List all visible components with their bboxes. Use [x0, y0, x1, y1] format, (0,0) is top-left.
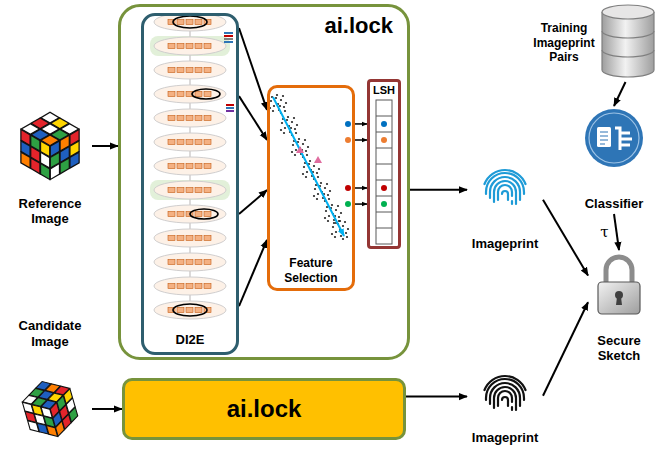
feature-box: Feature Selection — [267, 85, 355, 291]
network-layer — [154, 85, 226, 103]
network-layer — [154, 37, 226, 55]
highlight-band — [150, 180, 230, 200]
encoder-box: DI2E — [141, 13, 239, 355]
scatter-cluster — [291, 138, 309, 158]
marker-triangle — [314, 156, 322, 163]
connector-arrow — [355, 123, 367, 125]
node-label: ai.lock — [164, 395, 364, 424]
hash-dot — [381, 201, 387, 207]
reference-cube — [20, 111, 80, 181]
connector-arrow — [92, 408, 122, 410]
network-illustration — [150, 13, 234, 319]
connector-arrow — [239, 28, 267, 110]
node-label: Classifier — [572, 196, 656, 212]
network-layer — [154, 277, 226, 295]
hash-table — [376, 100, 392, 244]
system-box: ai.lock — [122, 378, 406, 440]
input-image: Candidate Image — [8, 318, 92, 444]
edge-label: τ — [598, 224, 610, 241]
hash-cells — [376, 116, 392, 228]
database-icon — [602, 5, 654, 77]
scatter-cluster — [280, 116, 298, 136]
feature-dot — [345, 121, 351, 127]
principal-axis — [273, 97, 344, 236]
classifier-icon: Classifier — [572, 106, 656, 214]
node-label: Candidate Image — [8, 318, 92, 349]
network-layer — [154, 109, 226, 127]
node-label: DI2E — [147, 332, 233, 348]
feature-dot — [345, 185, 351, 191]
system-box: ai.lockDI2E Feature Selection LSH — [118, 4, 410, 360]
connector-arrow — [92, 145, 118, 147]
connector-arrow — [355, 139, 367, 141]
connector-arrow — [614, 214, 619, 250]
network-layer — [154, 157, 226, 175]
imageprint: Imageprint — [467, 162, 543, 254]
node-label: LSH — [371, 84, 397, 97]
feature-bars — [224, 32, 234, 112]
node-label: Training Imageprint Pairs — [528, 21, 600, 64]
selected-layer — [173, 16, 207, 28]
hash-dot — [381, 137, 387, 143]
database: Training Imageprint Pairs — [528, 4, 658, 82]
hash-box: LSH — [367, 79, 401, 249]
fingerprint-icon — [485, 376, 526, 410]
node-label: Imageprint — [467, 430, 543, 446]
classifier-icon — [585, 109, 643, 167]
connector-arrow — [355, 187, 367, 189]
node-label: Feature Selection — [271, 256, 351, 285]
node-label: ai.lock — [293, 13, 393, 39]
connector-arrow — [239, 240, 267, 306]
selected-layer — [190, 209, 218, 219]
imageprint: Imageprint — [467, 370, 543, 448]
scatter-plot — [269, 94, 351, 240]
selected-layer — [192, 89, 220, 99]
network-layer — [154, 301, 226, 319]
selected-layer — [173, 304, 207, 316]
network-layer — [154, 61, 226, 79]
lock-icon — [598, 257, 640, 314]
node-label: Imageprint — [467, 236, 543, 252]
node-label: Secure Sketch — [588, 333, 650, 364]
connector-arrow — [543, 302, 588, 396]
fingerprint-icon — [485, 170, 526, 204]
connector-arrow — [410, 189, 467, 191]
hash-dot — [381, 121, 387, 127]
connector-arrow — [614, 82, 626, 106]
network-layer — [154, 205, 226, 223]
connector-arrow — [355, 203, 367, 205]
connector-arrow — [543, 200, 588, 276]
hash-column — [376, 100, 392, 244]
feature-dot — [345, 137, 351, 143]
hash-dot — [381, 185, 387, 191]
lock-icon: Secure Sketch — [588, 250, 650, 366]
scatter-cluster — [269, 94, 287, 114]
node-label: Reference Image — [8, 196, 92, 227]
connector-arrow — [406, 396, 467, 398]
connector-arrow — [239, 96, 267, 140]
network-layer — [154, 229, 226, 247]
candidate-cube — [18, 375, 81, 444]
input-image: Reference Image — [8, 110, 92, 230]
connector-arrow — [239, 190, 267, 214]
feature-dot — [345, 201, 351, 207]
highlight-band — [150, 36, 230, 56]
network-layer — [154, 253, 226, 271]
network-layer — [154, 133, 226, 151]
network-layer — [154, 181, 226, 199]
marker-triangle — [296, 146, 304, 153]
